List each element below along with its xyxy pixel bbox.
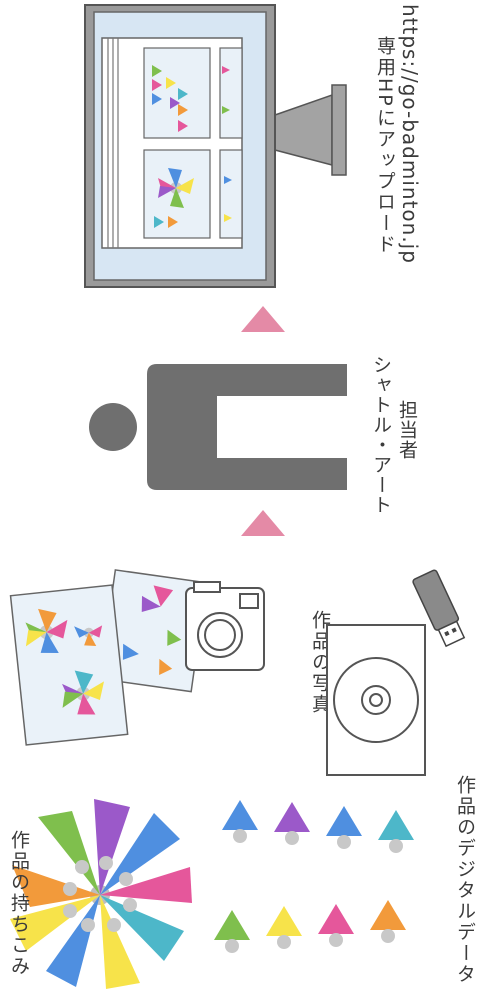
- monitor-icon: [80, 0, 380, 295]
- shuttlecock-row-art: [210, 790, 435, 1000]
- camera-icon: [180, 580, 270, 675]
- flow-arrow-1: [238, 304, 288, 334]
- upload-title: 専用HPにアップロード: [372, 36, 399, 255]
- upload-url: https://go-badminton.jp: [398, 4, 422, 264]
- bring-in-label: 作品の持ちこみ: [6, 830, 33, 977]
- staff-label: 担当者: [394, 400, 421, 460]
- person-icon: [85, 352, 355, 502]
- staff-role-label: シャトル・アート: [368, 355, 395, 515]
- digital-data-label: 作品のデジタルデータ: [452, 775, 479, 985]
- shuttlecock-icon: [10, 799, 192, 989]
- usb-drive-icon: [410, 565, 470, 650]
- flow-arrow-2: [238, 508, 288, 538]
